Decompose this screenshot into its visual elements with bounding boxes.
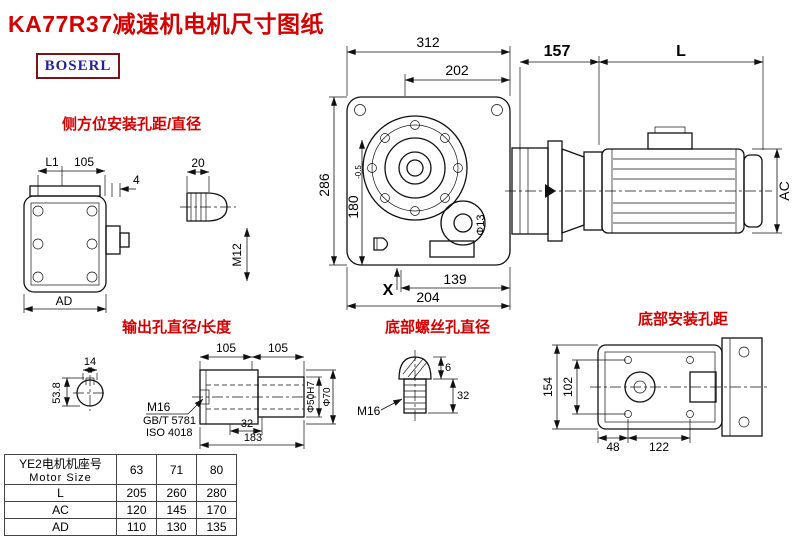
label-iso-standard: ISO 4018: [146, 427, 192, 439]
dim-202: 202: [445, 62, 469, 78]
dim-phi70: Φ70: [322, 387, 333, 407]
label-m16: M16: [147, 400, 171, 414]
dim-204: 204: [416, 289, 440, 305]
label-side-mount: 侧方位安装孔距/直径: [62, 115, 201, 133]
front-view: 312 202 286 180 -0.5 139 204: [316, 34, 511, 310]
bottom-screw-detail: 底部螺丝孔直径 6 32 M16: [357, 318, 490, 421]
bottom-flange: [721, 337, 763, 437]
row-label: AC: [4, 501, 117, 519]
cell-value: 110: [116, 518, 157, 536]
table-header-cell: YE2电机机座号 Motor Size: [4, 454, 117, 485]
dim-105a: 105: [216, 341, 236, 355]
dim-180: 180: [345, 195, 361, 219]
dim-20: 20: [191, 156, 205, 170]
label-gb-standard: GB/T 5781: [143, 415, 196, 427]
dim-53-8: 53.8: [51, 382, 63, 403]
dim-32: 32: [241, 418, 253, 430]
label-bottom-screw: 底部螺丝孔直径: [385, 318, 490, 336]
cell-value: 205: [116, 484, 157, 502]
dim-157: 157: [544, 43, 571, 60]
table-row-ad: AD 110 130 135: [4, 518, 237, 536]
bottom-mount-view: 底部安装孔距 154 102 48 122: [541, 310, 770, 454]
gearbox-housing-outline: [346, 96, 511, 266]
dim-122: 122: [649, 440, 669, 454]
dim-4: 4: [133, 173, 140, 187]
dim-bolt-32: 32: [457, 390, 469, 402]
dim-ad: AD: [56, 294, 73, 308]
dim-183: 183: [244, 432, 262, 444]
table-header-row: YE2电机机座号 Motor Size 63 71 80: [4, 454, 237, 485]
dim-139: 139: [443, 271, 467, 287]
dim-105: 105: [74, 155, 94, 169]
table-size-80: 80: [196, 454, 237, 485]
small-stud-glyph: [373, 237, 389, 251]
dim-phi13: Φ13: [475, 214, 487, 235]
dim-312: 312: [416, 34, 440, 50]
label-bottom-mount: 底部安装孔距: [638, 310, 728, 328]
dim-motor-length: L: [676, 43, 686, 60]
dim-102: 102: [561, 377, 575, 397]
dim-6: 6: [445, 362, 451, 374]
table-size-71: 71: [156, 454, 197, 485]
cell-value: 145: [156, 501, 197, 519]
dim-286: 286: [316, 173, 332, 197]
cell-value: 120: [116, 501, 157, 519]
dim-105b: 105: [268, 341, 288, 355]
cell-value: 170: [196, 501, 237, 519]
dim-phi50: Φ50H7: [306, 381, 317, 413]
row-label: L: [4, 484, 117, 502]
cell-value: 280: [196, 484, 237, 502]
brand-logo: BOSERL: [36, 53, 120, 79]
table-row-ac: AC 120 145 170: [4, 501, 237, 519]
cell-value: 260: [156, 484, 197, 502]
x-marker: X: [383, 282, 394, 299]
output-shaft-detail: 输出孔直径/长度 14 53.8 105 105 M16 GB/T 5781 I…: [51, 318, 336, 449]
label-output-hole: 输出孔直径/长度: [122, 318, 232, 336]
motor-side-view: 157 L AC: [505, 43, 792, 242]
dim-154: 154: [541, 377, 555, 397]
dim-48: 48: [606, 440, 620, 454]
cell-value: 130: [156, 518, 197, 536]
page-title: KA77R37减速机电机尺寸图纸: [8, 11, 324, 37]
motor-size-table: YE2电机机座号 Motor Size 63 71 80 L 205 260 2…: [4, 454, 237, 536]
table-row-l: L 205 260 280: [4, 484, 237, 502]
label-bolt-m16: M16: [357, 404, 381, 418]
dim-14: 14: [84, 356, 96, 368]
dim-180-tolerance: -0.5: [354, 165, 363, 179]
table-header-cn: YE2电机机座号: [19, 457, 102, 471]
dim-m12: M12: [230, 243, 244, 267]
left-view-housing: [23, 195, 107, 293]
table-size-63: 63: [116, 454, 157, 485]
side-stud-detail: 20 M12: [180, 156, 250, 282]
fan-cover: [743, 154, 763, 228]
table-header-en: Motor Size: [29, 472, 92, 484]
terminal-box: [647, 132, 693, 150]
dim-ac: AC: [776, 181, 792, 200]
dim-l1: L1: [45, 155, 59, 169]
cell-value: 135: [196, 518, 237, 536]
output-boss-circle: [440, 200, 486, 246]
row-label: AD: [4, 518, 117, 536]
left-side-view: 侧方位安装孔距/直径 L1 105 4 AD: [23, 115, 201, 313]
